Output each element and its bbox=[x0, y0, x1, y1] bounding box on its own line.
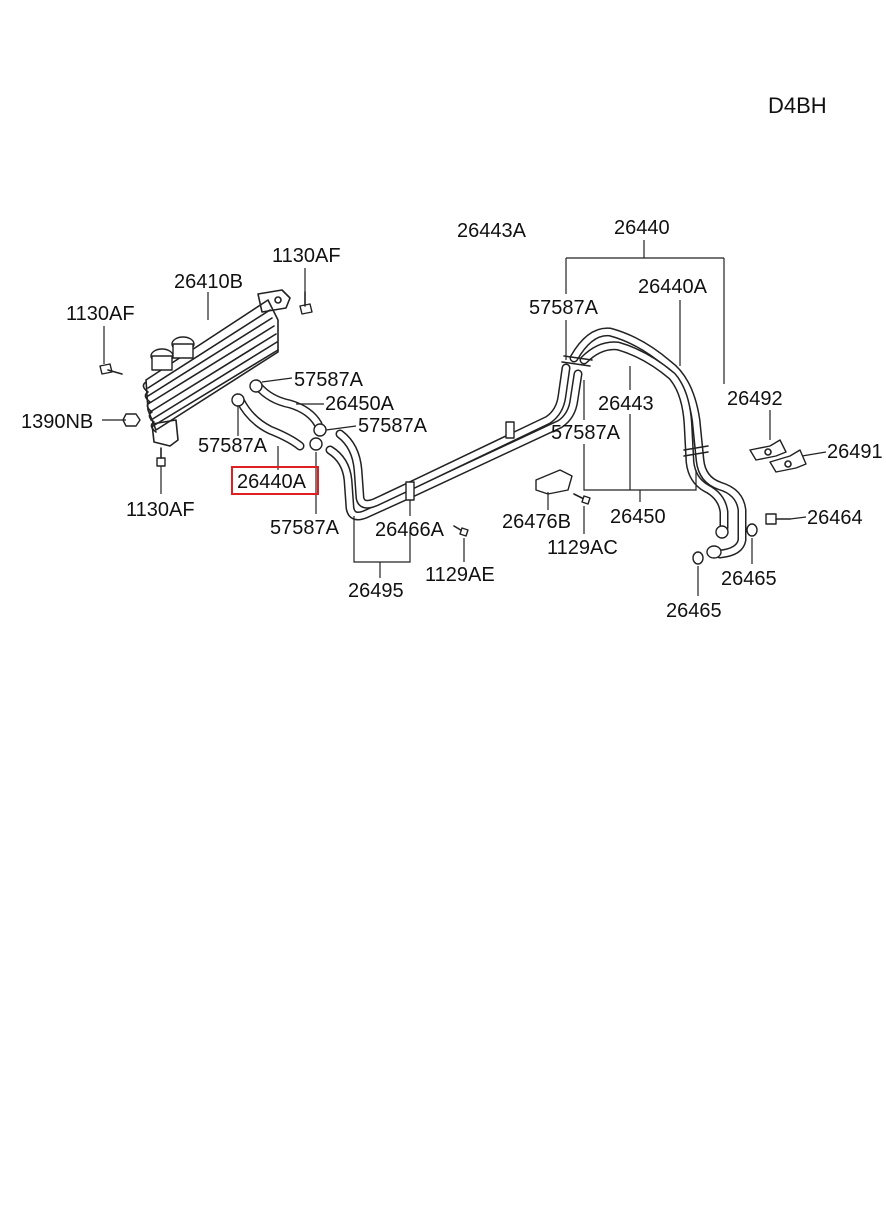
hose-26450a[interactable] bbox=[253, 381, 323, 429]
label-26495[interactable]: 26495 bbox=[348, 580, 404, 602]
clip-icon[interactable] bbox=[561, 355, 709, 457]
label-26440a-highlighted[interactable]: 26440A bbox=[237, 471, 307, 493]
label-26465-a[interactable]: 26465 bbox=[721, 568, 777, 590]
highlight-box bbox=[231, 466, 319, 495]
bolt-icon[interactable] bbox=[299, 291, 313, 315]
leader-lines bbox=[102, 240, 827, 596]
label-26410b[interactable]: 26410B bbox=[174, 271, 243, 293]
bracket-26476b[interactable] bbox=[535, 469, 573, 495]
label-57587a-e[interactable]: 57587A bbox=[551, 422, 621, 444]
label-57587a-b[interactable]: 57587A bbox=[529, 297, 599, 319]
label-26443a[interactable]: 26443A bbox=[457, 220, 527, 242]
clamp-26492[interactable] bbox=[749, 439, 787, 461]
label-26491[interactable]: 26491 bbox=[827, 441, 883, 463]
label-57587a-c[interactable]: 57587A bbox=[198, 435, 268, 457]
tube-26495[interactable] bbox=[325, 363, 583, 521]
label-57587a-f[interactable]: 57587A bbox=[270, 517, 340, 539]
label-26440a-right[interactable]: 26440A bbox=[638, 276, 708, 298]
label-57587a-a[interactable]: 57587A bbox=[294, 369, 364, 391]
label-1130af-top[interactable]: 1130AF bbox=[272, 245, 341, 267]
hose-26440a[interactable] bbox=[235, 395, 305, 451]
bolt-icon[interactable] bbox=[156, 447, 166, 467]
label-26465-b[interactable]: 26465 bbox=[666, 600, 722, 622]
bolt-icon[interactable] bbox=[99, 363, 123, 375]
label-1130af-bottom[interactable]: 1130AF bbox=[126, 499, 195, 521]
washer-icon[interactable] bbox=[692, 523, 758, 565]
bolt-icon[interactable] bbox=[453, 525, 469, 537]
label-26466a[interactable]: 26466A bbox=[375, 519, 445, 541]
label-1129ae[interactable]: 1129AE bbox=[425, 564, 495, 586]
label-26492[interactable]: 26492 bbox=[727, 388, 783, 410]
fitting-icon[interactable] bbox=[706, 525, 729, 559]
engine-code: D4BH bbox=[768, 93, 827, 118]
label-57587a-d[interactable]: 57587A bbox=[358, 415, 428, 437]
label-26464[interactable]: 26464 bbox=[807, 507, 863, 529]
label-26450a[interactable]: 26450A bbox=[325, 393, 395, 415]
tube-26443[interactable] bbox=[569, 327, 747, 559]
clamp-26491[interactable] bbox=[769, 449, 807, 473]
label-1390nb[interactable]: 1390NB bbox=[21, 411, 93, 433]
oil-cooler-26410b[interactable] bbox=[142, 289, 291, 447]
label-1129ac[interactable]: 1129AC bbox=[547, 537, 618, 559]
label-26443[interactable]: 26443 bbox=[598, 393, 654, 415]
label-26450[interactable]: 26450 bbox=[610, 506, 666, 528]
label-26440[interactable]: 26440 bbox=[614, 217, 670, 239]
label-1130af-left[interactable]: 1130AF bbox=[66, 303, 135, 325]
bolt-icon[interactable] bbox=[765, 513, 791, 525]
label-26476b[interactable]: 26476B bbox=[502, 511, 571, 533]
bolt-icon[interactable] bbox=[573, 493, 591, 505]
